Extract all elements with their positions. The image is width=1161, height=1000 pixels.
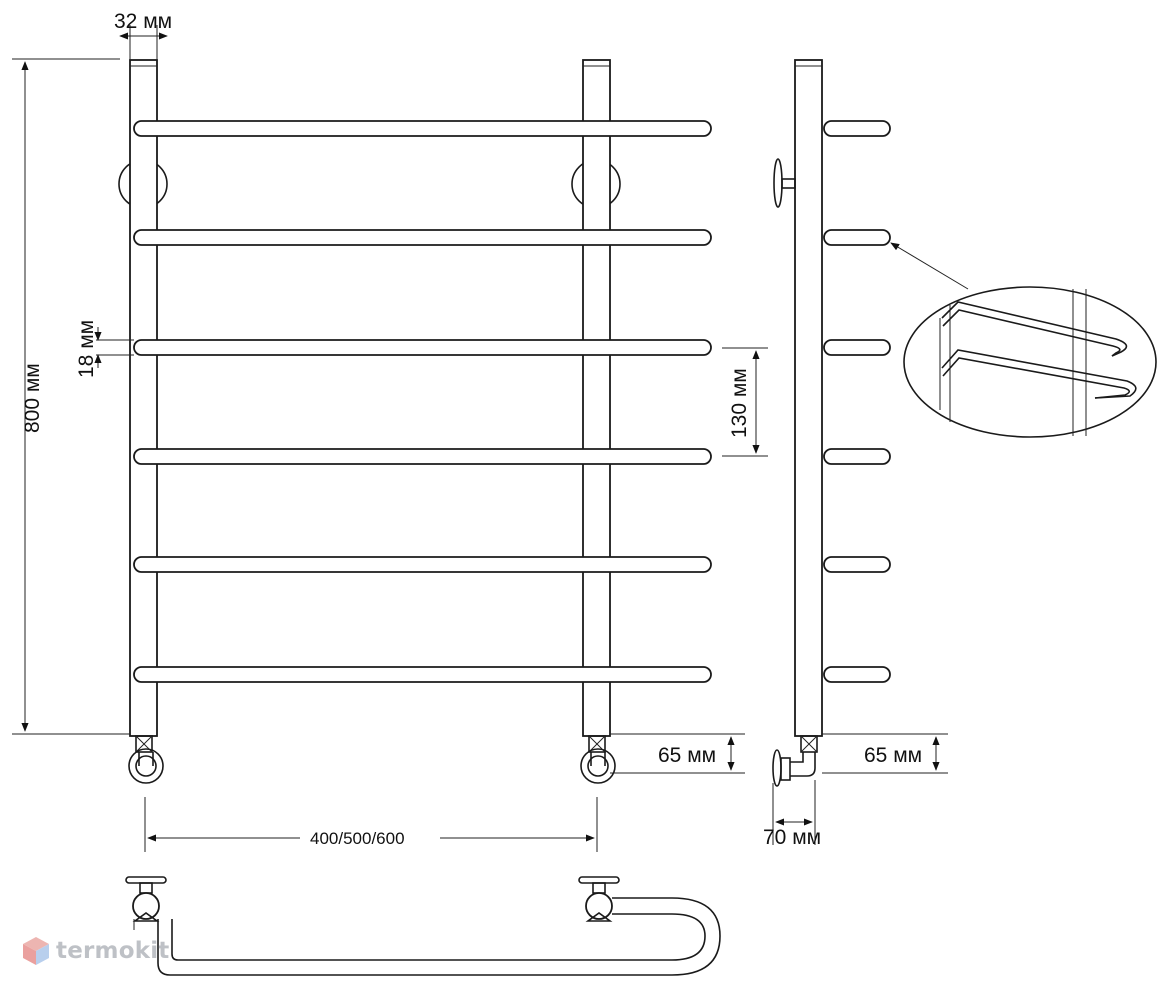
front-left-post — [129, 59, 158, 737]
side-rail — [823, 556, 891, 573]
side-rail — [823, 229, 891, 246]
front-rails — [133, 120, 712, 683]
rail-detail-ellipse — [903, 286, 1157, 438]
dimension-height-label: 800 мм — [21, 363, 44, 433]
front-left-connector — [128, 735, 164, 784]
dimension-rail-diameter: 18 мм — [75, 320, 134, 378]
top-right-flange — [578, 876, 620, 884]
dimension-wall-distance: 70 мм — [763, 780, 821, 849]
side-rail — [823, 448, 891, 465]
dimension-pipe-diameter: 32 мм — [114, 10, 172, 60]
front-rail — [133, 339, 712, 356]
front-right-post — [582, 59, 611, 737]
termokit-logo-icon — [23, 937, 49, 965]
front-right-connector — [580, 735, 616, 784]
dimension-width-label: 400/500/600 — [310, 829, 405, 848]
front-rail — [133, 556, 712, 573]
side-connector — [772, 735, 818, 787]
side-rail — [823, 666, 891, 683]
dimension-connection-front-label: 65 мм — [658, 744, 716, 767]
side-rails — [823, 120, 891, 683]
top-u-pipe — [157, 897, 721, 976]
dimension-connection-front: 65 мм — [610, 733, 745, 774]
dimension-rail-diameter-label: 18 мм — [75, 320, 98, 378]
top-right-valve — [585, 892, 613, 920]
front-view — [118, 59, 712, 784]
rail-detail-callout — [890, 242, 1157, 438]
front-rail — [133, 120, 712, 137]
front-rail — [133, 448, 712, 465]
watermark-text: termokit — [56, 938, 170, 964]
side-post — [794, 59, 823, 737]
dimension-rail-spacing: 130 мм — [722, 347, 768, 457]
top-left-valve — [132, 892, 160, 920]
dimension-connection-side-label: 65 мм — [864, 744, 922, 767]
top-left-flange — [125, 876, 167, 884]
side-rail — [823, 339, 891, 356]
dimension-height: 800 мм — [12, 58, 130, 735]
side-view — [772, 59, 891, 787]
side-wall-bracket — [773, 158, 783, 208]
dimension-connection-side: 65 мм — [822, 733, 948, 774]
side-rail — [823, 120, 891, 137]
dimension-wall-distance-label: 70 мм — [763, 826, 821, 849]
top-view — [125, 876, 721, 976]
dimension-pipe-diameter-label: 32 мм — [114, 10, 172, 33]
dimension-rail-spacing-label: 130 мм — [728, 368, 751, 438]
dimension-width: 400/500/600 — [144, 797, 598, 852]
front-rail — [133, 229, 712, 246]
watermark-logo: termokit — [22, 936, 169, 966]
front-rail — [133, 666, 712, 683]
